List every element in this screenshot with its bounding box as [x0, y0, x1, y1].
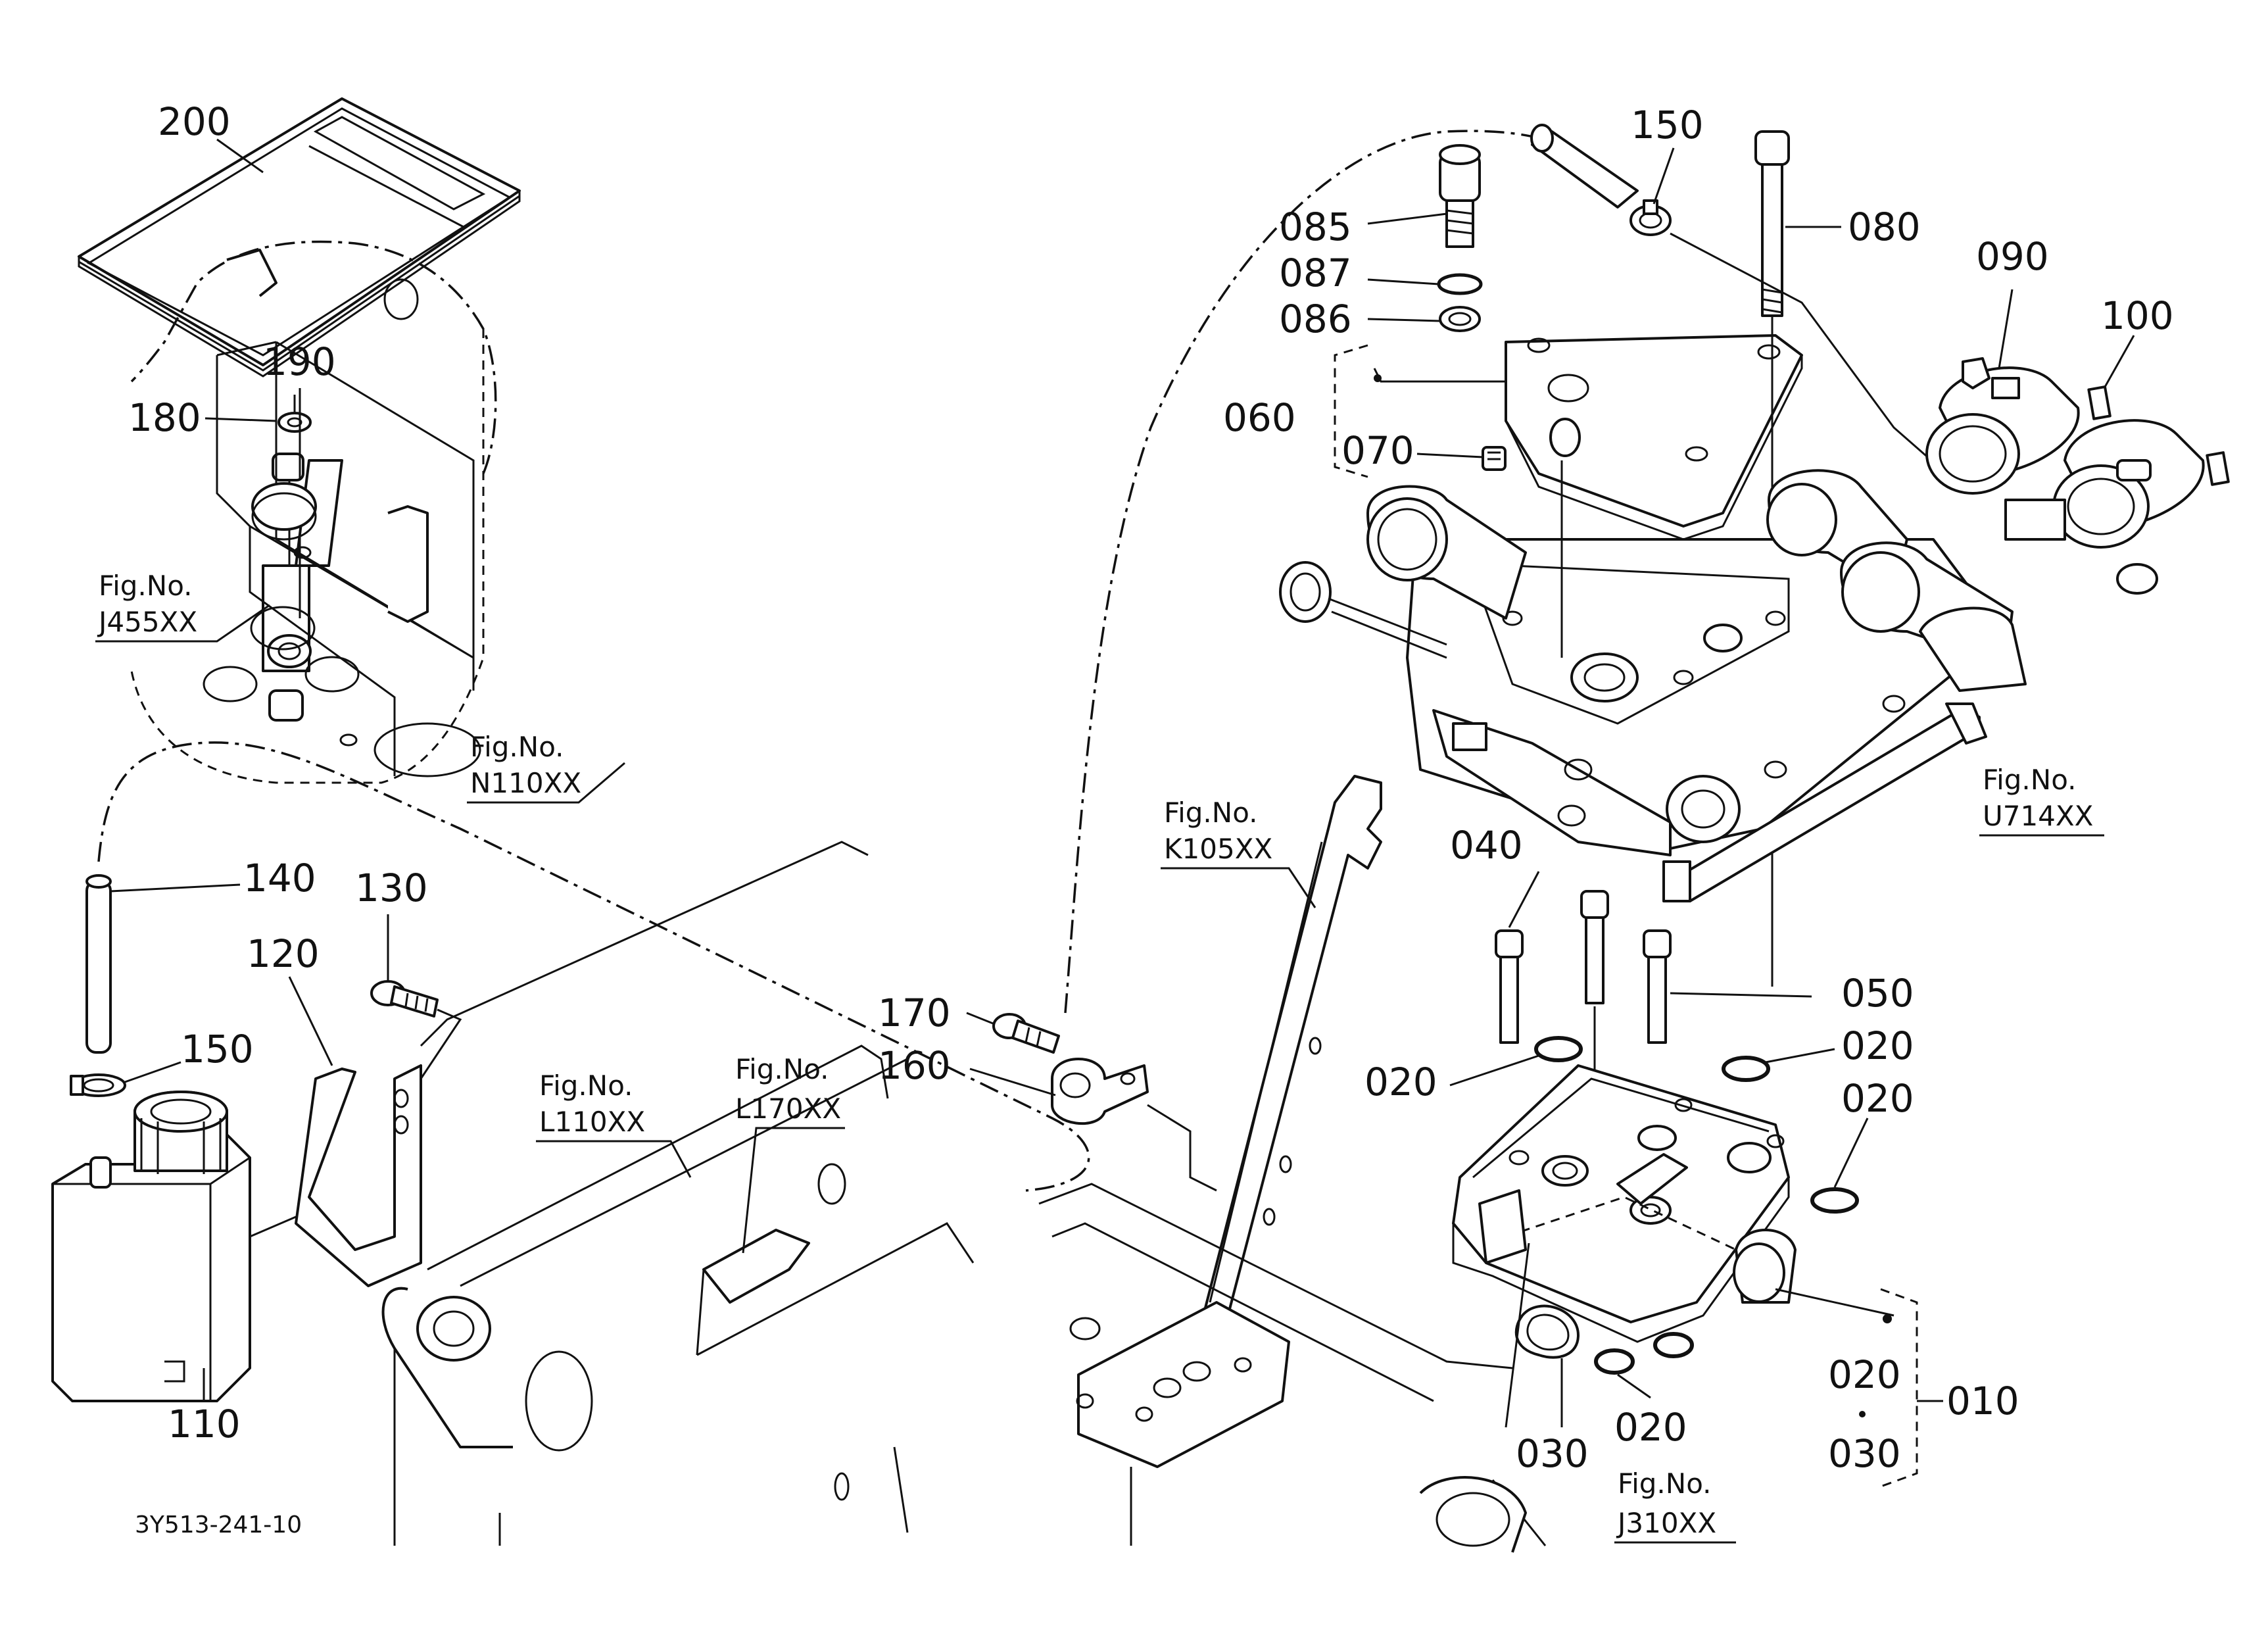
- figref-l170-prefix: Fig.No.: [735, 1053, 829, 1085]
- washer-086: [1439, 306, 1481, 332]
- bolt-170: [992, 1013, 1060, 1054]
- callout-170: 170: [878, 991, 951, 1035]
- frame-assembly: [381, 841, 975, 1546]
- hose-route-line: [97, 741, 1090, 1192]
- callout-060: 060: [1223, 395, 1296, 440]
- callout-050: 050: [1841, 971, 1914, 1016]
- figref-n110-prefix: Fig.No.: [470, 731, 564, 763]
- figref-j310-prefix: Fig.No.: [1618, 1467, 1712, 1500]
- callout-120: 120: [247, 931, 320, 976]
- inset-box-n110: [130, 240, 497, 784]
- pipe-clamp-160: [1051, 1058, 1149, 1125]
- figref-u714: U714XX: [1983, 800, 2093, 832]
- figref-j455: J455XX: [97, 606, 197, 638]
- callout-086: 086: [1279, 297, 1352, 341]
- callout-030: 030: [1516, 1431, 1589, 1476]
- housing-j310: [1038, 1183, 1547, 1553]
- figref-j455-prefix: Fig.No.: [99, 570, 193, 602]
- callout-080: 080: [1848, 205, 1921, 249]
- callout-087: 087: [1279, 251, 1352, 295]
- return-line-route: [1064, 130, 1593, 1014]
- reservoir-tank-110: [51, 1091, 251, 1402]
- filter-cup-090: [1925, 357, 2080, 495]
- drawing-code: 3Y513-241-10: [135, 1512, 302, 1538]
- callout-085: 085: [1279, 205, 1352, 249]
- callout-130: 130: [355, 866, 428, 910]
- plug-070: [1482, 446, 1507, 471]
- callout-070: 070: [1341, 428, 1414, 473]
- oring-087: [1437, 273, 1483, 295]
- callout-040: 040: [1450, 823, 1523, 868]
- hose-stub-top: [1530, 124, 1639, 209]
- callout-020-c: 020: [1841, 1076, 1914, 1121]
- gasket-100: [2087, 385, 2230, 486]
- figref-k105: K105XX: [1164, 833, 1272, 865]
- callout-180: 180: [128, 395, 201, 440]
- hose-140: [85, 874, 112, 1054]
- filter-cup-secondary: [2004, 419, 2205, 595]
- valve-body-010: [1452, 1064, 1797, 1343]
- figref-l110-prefix: Fig.No.: [539, 1069, 633, 1102]
- callout-160: 160: [878, 1043, 951, 1088]
- callout-150-left: 150: [181, 1027, 254, 1071]
- callout-020-f: 020: [1828, 1352, 1901, 1397]
- callout-020-d: 020: [1614, 1405, 1687, 1450]
- oring-020-b: [1722, 1056, 1770, 1082]
- callout-140: 140: [243, 856, 316, 900]
- callout-010: 010: [1946, 1379, 2019, 1423]
- figref-n110: N110XX: [470, 767, 581, 799]
- figref-j310: J310XX: [1616, 1507, 1716, 1539]
- bracket-010: [1880, 1288, 1918, 1488]
- plug-085: [1439, 144, 1481, 248]
- lift-arm-k105: [1202, 775, 1382, 1317]
- cover-plate-060: [1505, 334, 1803, 541]
- callout-150-top: 150: [1631, 103, 1704, 147]
- callout-200: 200: [158, 99, 231, 144]
- gasket-030: [1514, 1304, 1580, 1359]
- bolts-040: [1495, 890, 1672, 1044]
- figref-l110: L110XX: [539, 1106, 645, 1138]
- control-valve-u714: [1279, 469, 2027, 902]
- tank-bracket-120: [249, 1064, 422, 1287]
- callout-110: 110: [168, 1402, 241, 1446]
- oring-020-e: [1653, 1332, 1694, 1358]
- figref-l170: L170XX: [735, 1093, 841, 1125]
- clamp-150-left: [70, 1073, 126, 1097]
- figref-u714-prefix: Fig.No.: [1983, 764, 2077, 796]
- hose-joint-assembly: [262, 453, 343, 722]
- figref-k105-prefix: Fig.No.: [1164, 797, 1258, 829]
- callout-020-a: 020: [1364, 1060, 1437, 1104]
- oring-020-c: [1810, 1187, 1859, 1214]
- callout-020-b: 020: [1841, 1023, 1914, 1068]
- oring-020-a: [1534, 1036, 1583, 1062]
- callout-090: 090: [1976, 234, 2049, 279]
- manual-book: [78, 97, 521, 378]
- bolt-130: [370, 980, 439, 1018]
- callout-030-b: 030: [1828, 1431, 1901, 1476]
- callout-100: 100: [2101, 293, 2174, 338]
- clamp-150-top: [1629, 199, 1672, 236]
- callout-190: 190: [263, 339, 336, 384]
- oring-020-d: [1594, 1348, 1635, 1375]
- clip-180: [277, 395, 312, 433]
